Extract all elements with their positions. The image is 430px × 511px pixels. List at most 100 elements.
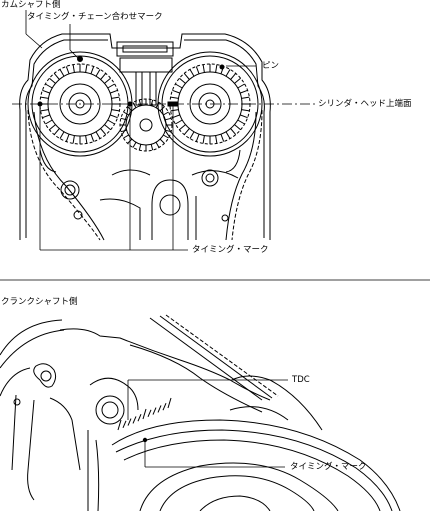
sprocket-tooth bbox=[53, 128, 60, 135]
sprocket-tooth bbox=[237, 119, 245, 125]
sprocket-tooth bbox=[59, 131, 65, 139]
crankshaft-side-drawing bbox=[0, 314, 401, 511]
sprocket-tooth bbox=[183, 73, 190, 80]
sprocket-tooth bbox=[100, 128, 107, 135]
pin-label: ピン bbox=[262, 61, 280, 71]
sprocket-tooth bbox=[49, 77, 56, 84]
sprocket-tooth bbox=[65, 66, 70, 75]
sprocket-tooth bbox=[202, 135, 205, 144]
sprocket-tooth bbox=[123, 134, 129, 139]
sprocket-tooth bbox=[104, 124, 111, 131]
sprocket-tooth bbox=[155, 142, 160, 148]
sprocket-tooth bbox=[150, 144, 154, 151]
tdc-scale-tick bbox=[147, 409, 152, 417]
sprocket-tooth bbox=[72, 64, 75, 73]
sprocket-tooth bbox=[138, 144, 142, 151]
sprocket-tooth bbox=[165, 129, 172, 133]
engine-block-contour bbox=[59, 328, 271, 401]
cam-timing-mark-label: タイミング・マーク bbox=[192, 245, 269, 255]
tdc-scale-tick bbox=[142, 408, 147, 420]
sprocket-tooth bbox=[241, 109, 250, 112]
sprocket-tooth bbox=[45, 83, 53, 89]
sprocket-tooth bbox=[65, 133, 70, 142]
tdc-scale-tick bbox=[132, 416, 137, 424]
tdc-scale-tick bbox=[167, 397, 172, 409]
sprocket-tooth bbox=[225, 131, 231, 139]
center-plate bbox=[119, 57, 173, 73]
sprocket-tooth bbox=[59, 69, 65, 77]
sprocket-tooth bbox=[230, 73, 237, 80]
sprocket-tooth bbox=[170, 96, 179, 99]
sprocket-tooth bbox=[195, 66, 200, 75]
sprocket-tooth bbox=[239, 114, 248, 119]
sprocket-tooth bbox=[155, 102, 160, 108]
sprocket-tooth bbox=[104, 77, 111, 84]
sprocket-tooth bbox=[111, 96, 120, 99]
sprocket-tooth bbox=[123, 111, 129, 116]
sprocket-tooth bbox=[45, 119, 53, 125]
sprocket-tooth bbox=[95, 131, 101, 139]
sprocket-tooth bbox=[170, 109, 179, 112]
sprocket-tooth bbox=[132, 142, 137, 148]
sprocket-tooth bbox=[107, 119, 115, 125]
crank-timing-mark-label: タイミング・マーク bbox=[290, 462, 367, 472]
sprocket-tooth bbox=[189, 131, 195, 139]
top-cover-box bbox=[116, 41, 174, 57]
sprocket-tooth bbox=[237, 83, 245, 89]
sprocket-tooth bbox=[215, 135, 218, 144]
sprocket-tooth bbox=[239, 89, 248, 94]
timing-chain-left bbox=[27, 109, 101, 241]
sprocket-tooth bbox=[85, 64, 88, 73]
tdc-scale-tick bbox=[152, 407, 157, 415]
tdc-scale-tick bbox=[137, 414, 142, 422]
sprocket-tooth bbox=[159, 106, 165, 112]
sprocket-tooth bbox=[179, 124, 186, 131]
sprocket-tooth bbox=[163, 134, 169, 139]
tdc-scale-tick bbox=[157, 405, 162, 413]
sprocket-tooth bbox=[95, 69, 101, 77]
sprocket-tooth bbox=[90, 133, 95, 142]
cover-right-contour bbox=[184, 39, 265, 238]
sprocket-tooth bbox=[234, 124, 241, 131]
sprocket-tooth bbox=[42, 114, 51, 119]
sprocket-tooth bbox=[202, 64, 205, 73]
sprocket-tooth bbox=[150, 99, 154, 106]
sprocket-tooth bbox=[85, 135, 88, 144]
tdc-scale-tick bbox=[117, 419, 122, 431]
sprocket-tooth bbox=[195, 133, 200, 142]
tdc-scale-tick bbox=[127, 418, 132, 426]
sprocket-tooth bbox=[100, 73, 107, 80]
sprocket-tooth bbox=[163, 111, 169, 116]
sprocket-tooth bbox=[120, 117, 127, 121]
chain-guide bbox=[149, 317, 263, 401]
sprocket-tooth bbox=[42, 89, 51, 94]
crank-bolt-outer bbox=[95, 395, 125, 425]
sprocket-tooth bbox=[109, 89, 118, 94]
sprocket-tooth bbox=[241, 96, 250, 99]
sprocket-tooth bbox=[183, 128, 190, 135]
sprocket-tooth bbox=[179, 77, 186, 84]
sprocket-tooth bbox=[165, 117, 172, 121]
sprocket-tooth bbox=[49, 124, 56, 131]
sprocket-tooth bbox=[159, 138, 165, 144]
sprocket-tooth bbox=[40, 96, 49, 99]
deck-label: シリンダ・ヘッド上端面 bbox=[318, 99, 412, 109]
center-oil-passage bbox=[151, 179, 189, 240]
sprocket-tooth bbox=[225, 69, 231, 77]
sprocket-tooth bbox=[230, 128, 237, 135]
sprocket-tooth bbox=[215, 64, 218, 73]
timing-chain-right bbox=[231, 109, 263, 241]
sprocket-tooth bbox=[138, 99, 142, 106]
sprocket-tooth bbox=[220, 133, 225, 142]
sprocket-tooth bbox=[175, 119, 183, 125]
sprocket-tooth bbox=[172, 89, 181, 94]
sprocket-tooth bbox=[220, 66, 225, 75]
sprocket-tooth bbox=[107, 83, 115, 89]
sprocket-tooth bbox=[175, 83, 183, 89]
tdc-scale-tick bbox=[122, 420, 127, 428]
chain-mark-label: タイミング・チェーン合わせマーク bbox=[27, 12, 163, 22]
sprocket-tooth bbox=[53, 73, 60, 80]
camshaft-side-heading: カムシャフト側 bbox=[1, 0, 61, 10]
sprocket-tooth bbox=[90, 66, 95, 75]
